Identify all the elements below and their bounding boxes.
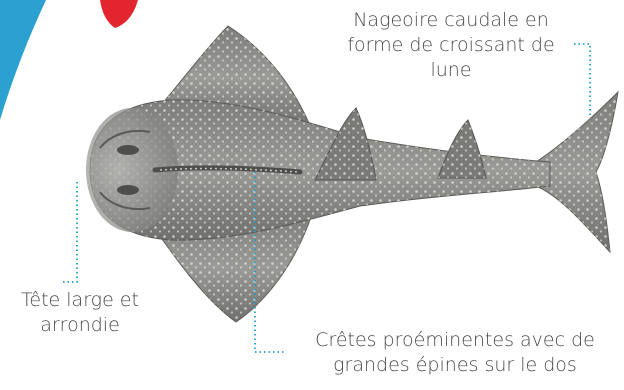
- label-caudal-fin: Nageoire caudale en forme de croissant d…: [320, 8, 582, 83]
- label-head: Tête large et arrondie: [0, 288, 160, 338]
- label-caudal-line-2: forme de croissant de: [320, 33, 582, 58]
- leader-head: [62, 182, 77, 282]
- label-ridges-line-1: Crêtes proéminentes avec de: [286, 328, 624, 353]
- label-head-line-1: Tête large et: [0, 288, 160, 313]
- red-accent-shape: [100, 0, 138, 28]
- label-caudal-line-1: Nageoire caudale en: [320, 8, 582, 33]
- eye-lower: [117, 185, 139, 195]
- label-caudal-line-3: lune: [320, 58, 582, 83]
- label-ridges-line-2: grandes épines sur le dos: [286, 353, 624, 378]
- label-head-line-2: arrondie: [0, 313, 160, 338]
- eye-upper: [117, 145, 139, 155]
- label-dorsal-ridges: Crêtes proéminentes avec de grandes épin…: [286, 328, 624, 378]
- blue-accent-shape: [0, 0, 46, 120]
